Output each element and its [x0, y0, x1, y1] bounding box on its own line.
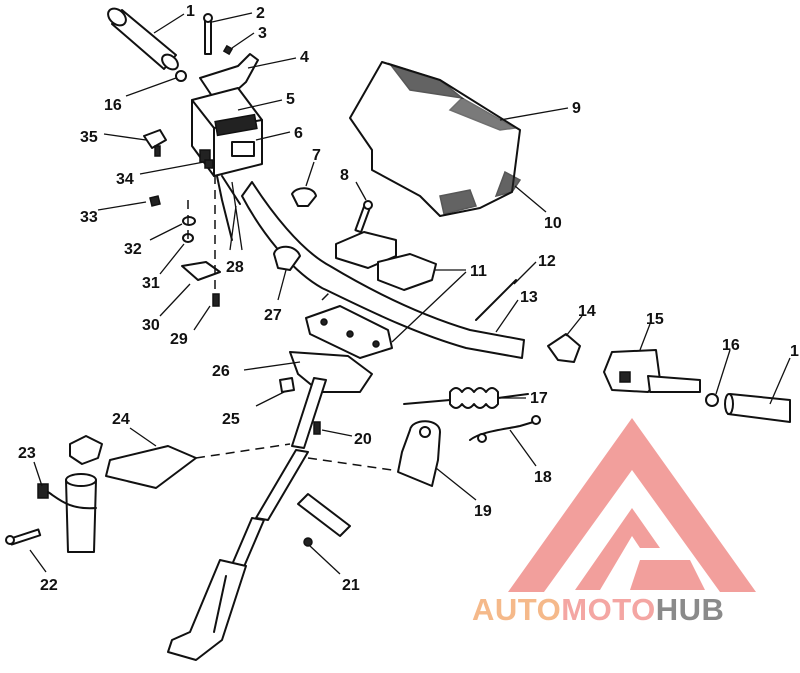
left-grip [107, 7, 179, 71]
callout-32: 32 [124, 241, 142, 258]
switch-35 [143, 129, 167, 157]
screw-29 [212, 293, 220, 307]
callout-35: 35 [80, 129, 98, 146]
bushing-16-right [705, 393, 719, 407]
throttle-housing [191, 87, 263, 177]
handlebar-clamps [305, 231, 437, 359]
wire-18 [469, 419, 541, 441]
callout-15: 15 [646, 311, 664, 328]
callout-1-right: 1 [790, 343, 799, 360]
bushing-16-left [175, 70, 187, 82]
callout-12: 12 [538, 253, 556, 270]
bracket-19 [397, 420, 441, 487]
watermark-text: AUTOMOTOHUB [472, 592, 724, 627]
right-grip [724, 393, 791, 423]
callout-2: 2 [256, 5, 265, 22]
callout-9: 9 [572, 100, 581, 117]
instrument-pod [349, 61, 522, 217]
callout-31: 31 [142, 275, 160, 292]
screw-2 [203, 13, 213, 55]
tube-21 [297, 493, 351, 537]
throttle-cable [216, 175, 233, 241]
washer-32 [182, 216, 196, 226]
callout-34: 34 [116, 171, 134, 188]
callout-10: 10 [544, 215, 562, 232]
watermark-inner-mark-icon [575, 508, 660, 590]
callout-14: 14 [578, 303, 596, 320]
watermark-inner-mark2-icon [630, 560, 705, 590]
screw-8 [354, 200, 373, 234]
callout-24: 24 [112, 411, 130, 428]
callout-22: 22 [40, 577, 58, 594]
callout-18: 18 [534, 469, 552, 486]
watermark-text-moto: MOTO [561, 592, 655, 627]
bracket-14 [547, 333, 581, 363]
callout-7: 7 [312, 147, 321, 164]
callout-26: 26 [212, 363, 230, 380]
steering-column [167, 351, 373, 661]
screw-34 [204, 159, 214, 169]
coil-wire-17 [403, 387, 529, 409]
clip-7 [291, 187, 317, 207]
callout-33: 33 [80, 209, 98, 226]
callout-19: 19 [474, 503, 492, 520]
callout-6: 6 [294, 125, 303, 142]
leader-lines [29, 12, 791, 575]
filter-assembly [37, 435, 103, 553]
watermark-text-hub: HUB [656, 592, 725, 627]
rod-12 [475, 279, 517, 321]
callout-20: 20 [354, 431, 372, 448]
clip-27 [273, 245, 301, 271]
callout-16-right: 16 [722, 337, 740, 354]
callout-5: 5 [286, 91, 295, 108]
brake-housing [603, 349, 701, 393]
watermark-logo [508, 418, 756, 592]
callout-4: 4 [300, 49, 309, 66]
callout-29: 29 [170, 331, 188, 348]
callout-23: 23 [18, 445, 36, 462]
callout-16-left: 16 [104, 97, 122, 114]
callout-1: 1 [186, 3, 195, 20]
callout-8: 8 [340, 167, 349, 184]
nut-3 [222, 44, 234, 56]
callout-3: 3 [258, 25, 267, 42]
screw-22 [5, 528, 42, 546]
support-24 [105, 445, 197, 489]
callout-labels: 1 2 3 4 5 6 7 8 9 10 11 12 13 14 15 16 1… [18, 3, 799, 594]
watermark-triangle-icon [508, 418, 756, 592]
callout-30: 30 [142, 317, 160, 334]
callout-17: 17 [530, 390, 548, 407]
watermark-text-auto: AUTO [472, 592, 561, 627]
callout-13: 13 [520, 289, 538, 306]
callout-25: 25 [222, 411, 240, 428]
callout-21: 21 [342, 577, 360, 594]
callout-28: 28 [226, 259, 244, 276]
screw-20 [313, 421, 321, 435]
callout-27: 27 [264, 307, 282, 324]
callout-11: 11 [470, 263, 487, 280]
clamp-plate-30 [181, 261, 221, 281]
nut-25 [279, 377, 295, 393]
nut-33 [149, 195, 161, 207]
